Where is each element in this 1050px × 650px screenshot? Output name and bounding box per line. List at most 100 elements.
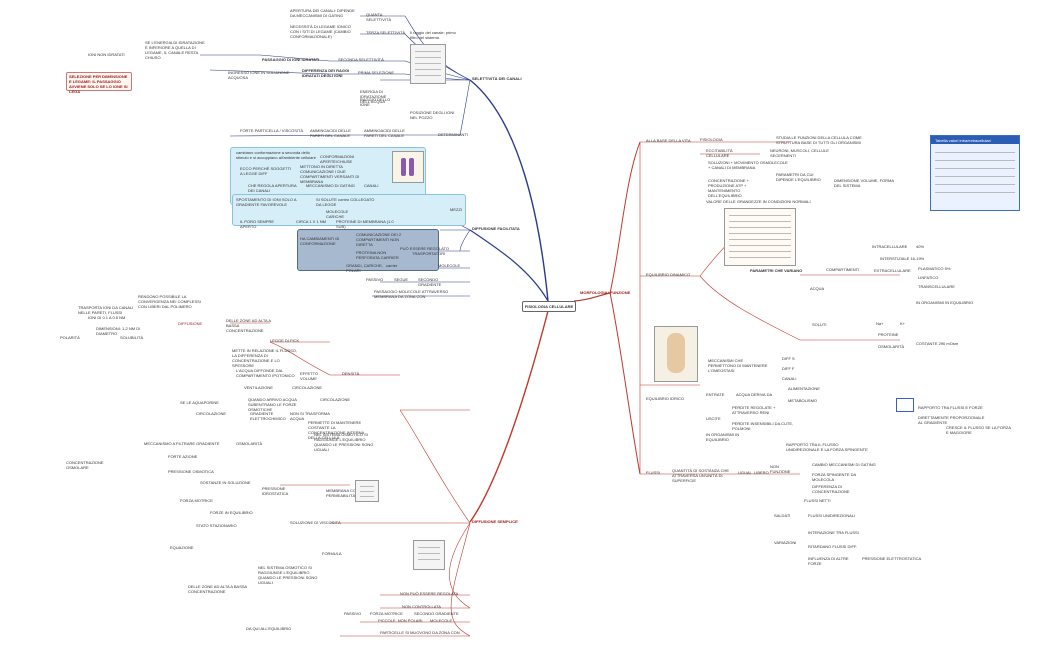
morph-m2b: ECCITABILITÀ CELLULARE <box>706 148 733 158</box>
sel-q4: INGRESSO IONE IN SOLUZIONE ACQUOSA <box>228 70 290 80</box>
osm-c3: PRESSIONE IDROSTATICA <box>262 486 289 496</box>
morph-m10: MECCANISMI CHE PERMETTONO DI MANTENERE L… <box>708 358 768 373</box>
trunk-morph-down <box>609 292 641 475</box>
trunk-morfologia <box>573 292 611 302</box>
morph-m8e: PLASMATICO 5% <box>918 266 951 271</box>
osm-a5: DELLE ZONE AD ALTA A BASSA CONCENTRAZION… <box>226 318 271 333</box>
pori-panel <box>232 194 466 226</box>
diff-t1: HA CAMBIAMENTI DI CONFORMAZIONE <box>300 236 340 246</box>
morph-f5b: FLUSSI UNIDIREZIONALI <box>808 513 856 518</box>
diff-p2: ECCO PERCHÉ SOGGETTI A LEGGE DIFF <box>240 166 292 176</box>
diff-t5: carrier <box>386 263 398 268</box>
osm-g8: CIRCOLAZIONE <box>320 397 351 402</box>
trunk-diffusione <box>469 229 549 302</box>
morph-f7: UGUAL. LIBERO <box>738 470 769 475</box>
morph-m4c: DIMENSIONE VOLUME, FORMA DEL SISTEMA <box>834 178 894 188</box>
osm-b6: NEL SISTEMA OSMOTICO SI RAGGIUNGE L'EQUI… <box>314 432 374 452</box>
cell-illustration <box>654 326 698 382</box>
osm-d5: PICCOLE, NON POLARI <box>378 618 423 623</box>
osm-b2: MECCANISMO A FILTRARE GRADIENTE <box>144 441 220 446</box>
diff-p4b: SI SOLUTE contro COLLEGATO DA LEGGE <box>316 197 375 207</box>
osm-a1: RENDONO POSSIBILE LA CONVERGENZA NEI COM… <box>138 294 201 309</box>
diff-t3: PROTEINA NON PERFORATA CARRIER <box>356 250 399 260</box>
morph-f6e: PRESSIONE ELETTROSTATICA <box>862 556 922 561</box>
diff-s4: PASSAGGIO MOLECOLE ATTRAVERSO MEMBRANA D… <box>374 289 449 299</box>
osm-g7: QUANDO ARRIVO ACQUA SUBENTRANO LE FORZE … <box>248 397 297 412</box>
morph-f3: NON FUNZIONE <box>770 464 791 474</box>
morph-m9f: OSMOLARITÀ <box>878 344 905 349</box>
morph-m13b: IN ORGANISMI IN EQUILIBRIO <box>706 432 740 442</box>
osm-b4: CONCENTRAZIONE OSMOLARE <box>66 460 104 470</box>
morph-m12c: PERDITE INSENSIBILI DA CUTE, POLMONI <box>732 421 794 431</box>
osm-c2: SOSTANZE IN SOLUZIONE <box>200 480 251 485</box>
osm-b5: FORTE AZIONE <box>168 454 198 459</box>
morph-f3b: CAMBIO MECCANISMI DI GATING <box>812 462 876 467</box>
osm-c8: STATO STAZIONARIO <box>196 523 237 528</box>
osm-g6: CIRCOLAZIONE <box>292 385 323 390</box>
sel-q1: APERTURA DEI CANALI: DIPENDE DA MECCANIS… <box>290 8 355 18</box>
morph-m8d: INTERSTIZIALE 16-19% <box>880 256 925 261</box>
morph-m8g: LINFATICO <box>918 275 939 280</box>
central-topic[interactable]: FISIOLOGIA CELLULARE <box>522 301 576 312</box>
diff-p5: MOLECOLE CARICHE <box>326 209 349 219</box>
diff-p3c: CANALI <box>364 183 379 188</box>
morph-m11d: METABOLISMO <box>788 398 818 403</box>
diff-s3b: SEGUE <box>394 277 409 282</box>
morph-m10-hint: IN ORGANISMI IN EQUILIBRIO <box>916 300 974 305</box>
morph-m11: ENTRATE <box>706 392 725 397</box>
morph-m9d: K+ <box>900 321 906 326</box>
trasportatori-panel <box>297 229 439 271</box>
flux-thumbnail <box>896 398 914 412</box>
equation-thumbnail <box>413 540 445 570</box>
osm-a3: IONI DI 0.1 A 0.5 NM <box>88 315 126 320</box>
osm-g4: L'ACQUA DIFFONDE DAL COMPARTIMENTO IPOTO… <box>236 368 295 378</box>
morph-m2c: NEURONI, MUSCOLI, CELLULE SECERNENTI <box>770 148 829 158</box>
osm-g10: CIRCOLAZIONE <box>196 411 227 416</box>
morph-m9b: SOLUTI <box>812 322 827 327</box>
branch-morfologia[interactable]: MORFOLOGIA+FUNZIONE <box>580 290 631 295</box>
sel-hist2: AMMINOACIDI DELLE PARETI DEL CANALE <box>310 128 351 138</box>
osm-g9: SE LE AQUAPORINE <box>180 400 219 405</box>
morph-f3c: FORZA SPINGENTE DA MOLECOLA <box>812 472 857 482</box>
osm-g: LEGGE DI FICK <box>270 338 300 343</box>
morph-m1: ALLA BASE DELLA VITA <box>646 138 691 143</box>
morph-m11c: ALIMENTAZIONE <box>788 386 820 391</box>
morph-f6b: INTERAZIONE TRA FLUSSI <box>808 530 859 535</box>
sel-formula1: ENERGIA DI IDRATAZIONE DELL'ACQUA <box>360 89 387 104</box>
sel-det: DETERMINANTI <box>438 132 468 137</box>
channel-thumbnail <box>410 44 446 84</box>
sel-q1b: QUANTA SELETTIVITÀ <box>366 12 392 22</box>
sel-q2b: TERZA SELETTIVITÀ <box>366 30 406 35</box>
osm-c4: FORZA MOTRICE <box>180 498 213 503</box>
osm-c1: PRESSIONE OSMOTICA <box>168 469 214 474</box>
osm-g3: DENSITÀ <box>342 371 360 376</box>
morph-k3: CRESCE IL FLUSSO SE LA FORZA E MAGGIORE <box>946 425 1011 435</box>
trunk-selettivita <box>469 79 549 302</box>
branch-selettivita[interactable]: SELETTIVITÀ DEI CANALI <box>472 76 522 81</box>
diff-s3c: SECONDO GRADIENTE <box>418 277 442 287</box>
trunk-morph-up <box>609 141 641 294</box>
morph-m8b: INTRACELLULARE <box>872 244 908 249</box>
morph-m13: EQUILIBRIO IDRICO <box>646 396 685 401</box>
diff-p3b: MECCANISMO DI GATING <box>306 183 355 188</box>
morph-m9: ACQUA <box>810 286 825 291</box>
diff-p2b: METTONO IN DIRETTA COMUNICAZIONE I DUE C… <box>300 164 360 184</box>
morph-m12: USCITE <box>706 416 721 421</box>
morph-m3: SOLUZIONI + MOVIMENTO OSMOLECOLE + CANAL… <box>708 160 788 170</box>
branch-diffusione[interactable]: DIFFUSIONE FACILITATA <box>472 226 520 231</box>
sel-alert: SELEZIONE PER DIMENSIONE E LEGAME: IL PA… <box>69 74 128 94</box>
diff-t2: COMUNICAZIONE DEI 2 COMPARTIMENTI NON DI… <box>356 232 402 247</box>
osm-c6: MEMBRANA CON PERMEABILITÀ <box>326 488 359 498</box>
osm-g2: EFFETTO VOLUME <box>300 371 319 381</box>
diff-p4: SPOSTAMENTO DI IONI SOLO A GRADIENTE FAV… <box>236 197 297 207</box>
diff-s1: PUÒ ESSERE REGOLATO <box>400 246 449 251</box>
morph-m9c: Na+ <box>876 321 884 326</box>
branch-diffusione-semplice[interactable]: DIFFUSIONE SEMPLICE <box>472 519 518 524</box>
osm-d2: NON CONTROLLATA <box>402 604 441 609</box>
sel-note: Il raggio del canale: primo filtro del s… <box>410 30 456 40</box>
diff-p1: cambiano conformazione a seconda dello s… <box>236 150 316 160</box>
osm-g1: METTE IN RELAZIONE IL FLUSSO, LA DIFFERE… <box>232 348 297 368</box>
diff-p6c: PROTEINE DI MEMBRANA (1.0 SUB) <box>336 219 394 229</box>
diff-s3: PASSIVO <box>366 277 384 282</box>
